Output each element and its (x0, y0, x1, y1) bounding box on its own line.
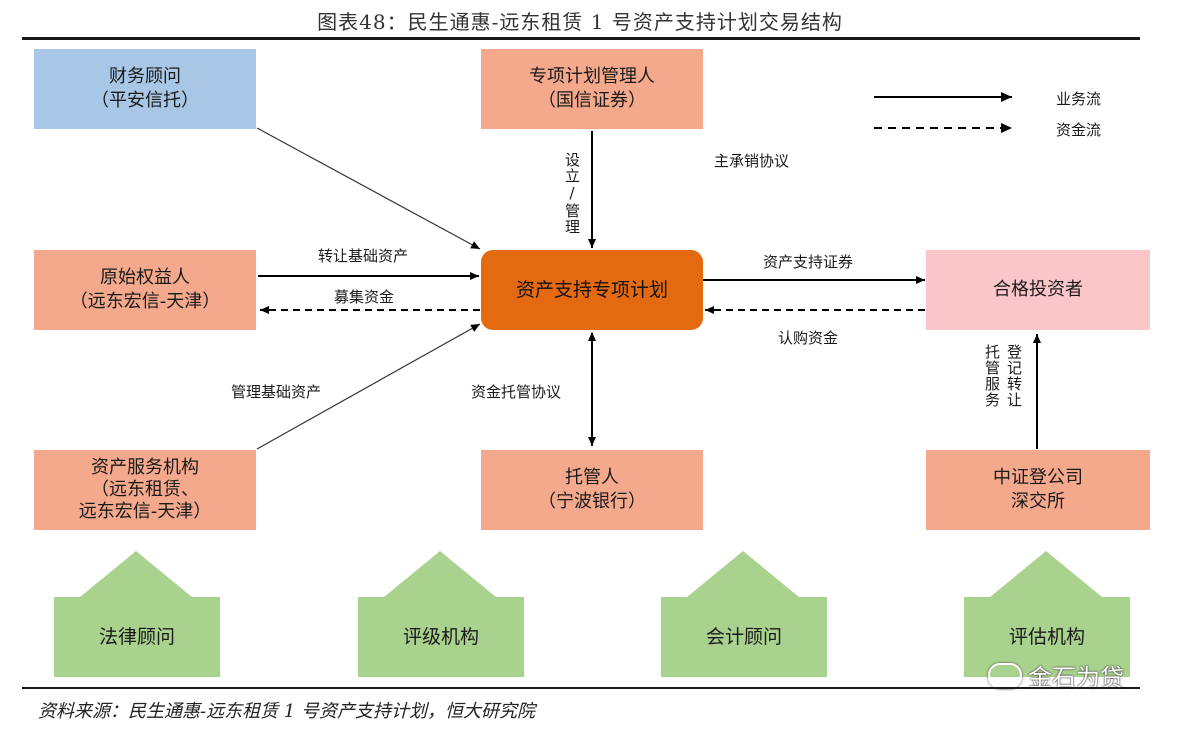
label-abs: 资产支持证券 (763, 253, 854, 271)
label-raise-funds: 募集资金 (334, 288, 395, 306)
label-subscription: 认购资金 (778, 329, 839, 347)
node-subtitle: （平安信托） (91, 90, 199, 111)
node-custodian: 托管人 （宁波银行） (481, 450, 703, 530)
figure-title: 图表48：民生通惠-远东租赁 1 号资产支持计划交易结构 (317, 10, 843, 34)
node-registry: 中证登公司 深交所 (926, 450, 1150, 530)
node-subtitle: （远东租赁、 (91, 479, 199, 500)
node-title: 原始权益人 (100, 267, 190, 288)
node-valuation-agency: 评估机构 (964, 597, 1130, 677)
node-plan-manager: 专项计划管理人 （国信证券） (481, 49, 703, 129)
node-accounting-advisor: 会计顾问 (661, 597, 827, 677)
node-financial-advisor: 财务顾问 （平安信托） (34, 49, 256, 129)
top-rule (22, 37, 1140, 40)
node-title: 资产服务机构 (91, 457, 199, 478)
edge-advisor-center (256, 127, 481, 250)
node-subtitle: 深交所 (1011, 491, 1065, 512)
source-note: 资料来源：民生通惠-远东租赁 1 号资产支持计划，恒大研究院 (38, 701, 535, 722)
label-manage-assets: 管理基础资产 (231, 383, 322, 401)
node-subtitle-2: 远东宏信-天津） (78, 501, 212, 522)
label-register-transfer: 登记转让 (1005, 344, 1023, 408)
wechat-icon (988, 662, 1022, 689)
label-transfer-assets: 转让基础资产 (318, 247, 409, 265)
label-custody-agreement: 资金托管协议 (471, 383, 562, 401)
node-title: 会计顾问 (705, 626, 782, 648)
node-servicer: 资产服务机构 （远东租赁、 远东宏信-天津） (34, 450, 256, 530)
node-center-plan: 资产支持专项计划 (481, 250, 703, 330)
node-title: 中证登公司 (993, 467, 1083, 488)
label-custody-service: 托管服务 (983, 344, 1001, 408)
edge-servicer-center (256, 323, 481, 450)
bottom-rule (22, 687, 1140, 689)
legend-fund-flow: 资金流 (1056, 121, 1102, 139)
node-originator: 原始权益人 （远东宏信-天津） (34, 250, 256, 330)
node-subtitle: （远东宏信-天津） (69, 291, 221, 312)
node-subtitle: （国信证券） (538, 90, 646, 111)
node-title: 评估机构 (1008, 626, 1085, 648)
node-rating-agency: 评级机构 (358, 597, 524, 677)
label-setup-manage: 设立/管理 (563, 152, 581, 235)
node-title: 合格投资者 (993, 279, 1083, 300)
node-legal-advisor: 法律顾问 (54, 597, 220, 677)
node-title: 财务顾问 (109, 66, 181, 87)
node-title: 专项计划管理人 (529, 66, 655, 87)
node-title: 法律顾问 (98, 626, 175, 648)
node-subtitle: （宁波银行） (538, 491, 646, 512)
legend-business-flow: 业务流 (1056, 90, 1102, 108)
node-title: 托管人 (565, 467, 619, 488)
label-underwriting: 主承销协议 (714, 152, 790, 170)
node-investor: 合格投资者 (926, 250, 1150, 330)
node-title: 资产支持专项计划 (515, 279, 668, 301)
node-title: 评级机构 (402, 626, 479, 648)
